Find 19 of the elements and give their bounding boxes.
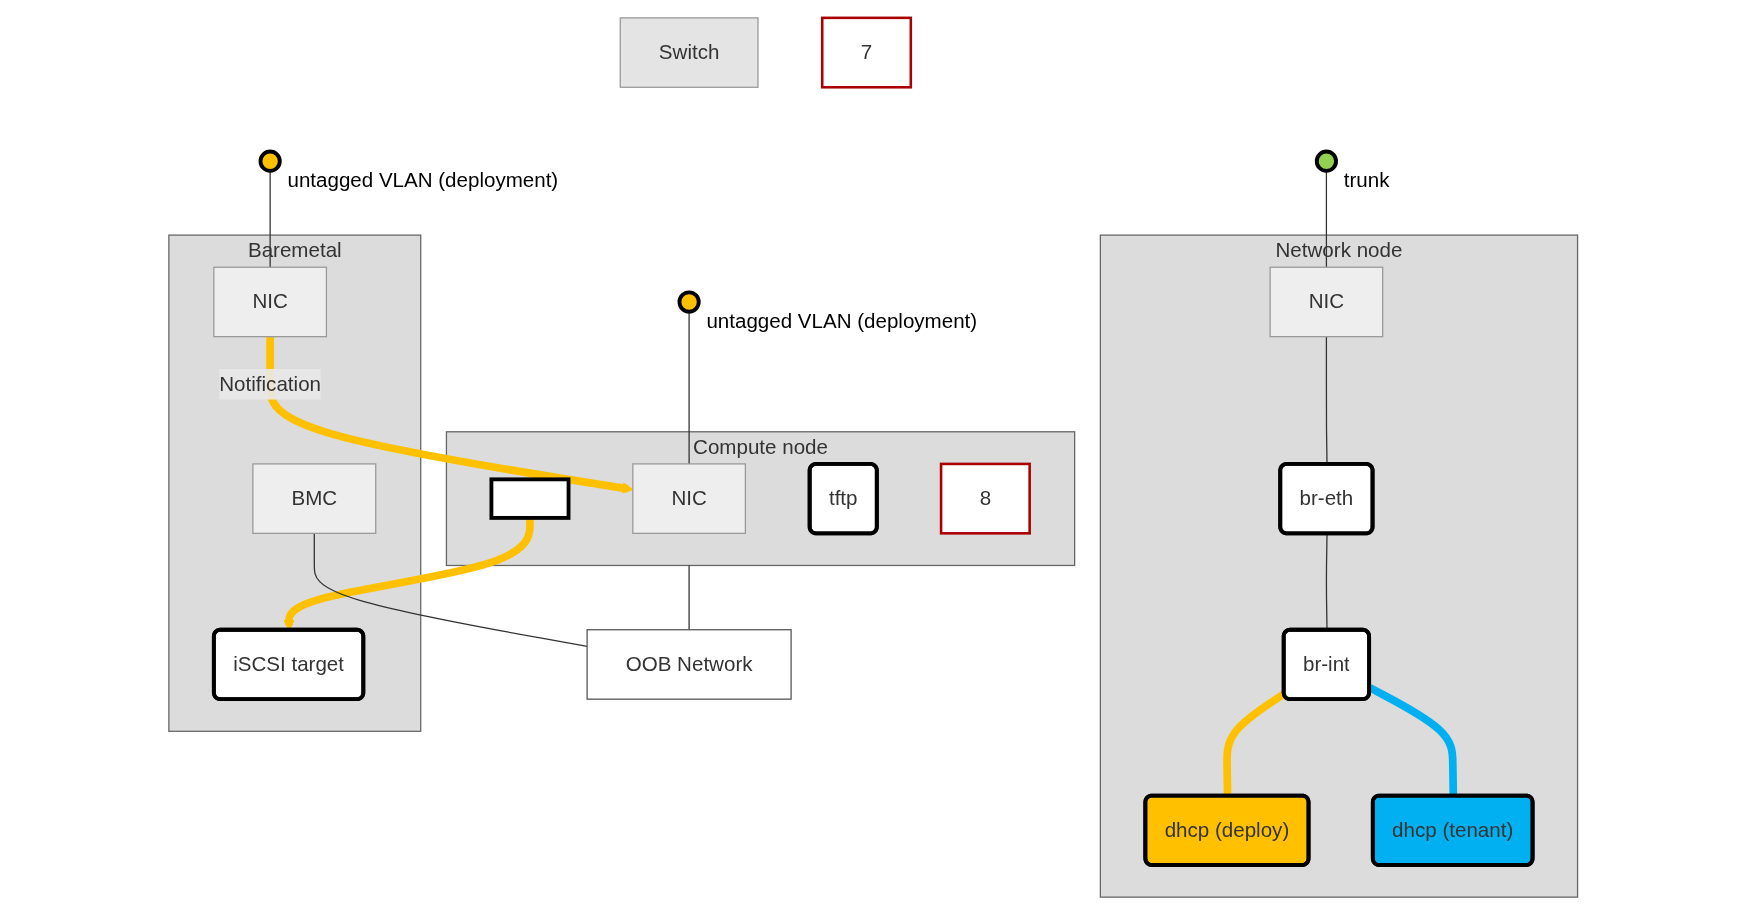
node-box xyxy=(489,476,571,520)
port-label: untagged VLAN (deployment) xyxy=(287,167,558,191)
node-box: NIC xyxy=(213,266,327,337)
node-box: NIC xyxy=(631,462,746,534)
node-box: OOB Network xyxy=(586,628,792,700)
connector xyxy=(688,564,690,630)
node-circle xyxy=(1314,149,1338,173)
node-box: 8 xyxy=(939,462,1031,535)
node-box: BMC xyxy=(252,462,377,534)
connector xyxy=(688,310,690,465)
node-box: Switch xyxy=(619,16,759,88)
connector xyxy=(1222,690,1287,796)
node-circle xyxy=(677,289,701,313)
node-box: NIC xyxy=(1269,266,1384,337)
node-box: 7 xyxy=(820,16,912,89)
node-circle xyxy=(258,149,282,173)
port-label: trunk xyxy=(1343,167,1390,191)
port-label: untagged VLAN (deployment) xyxy=(706,308,977,332)
edge-label: Notification xyxy=(219,372,321,394)
